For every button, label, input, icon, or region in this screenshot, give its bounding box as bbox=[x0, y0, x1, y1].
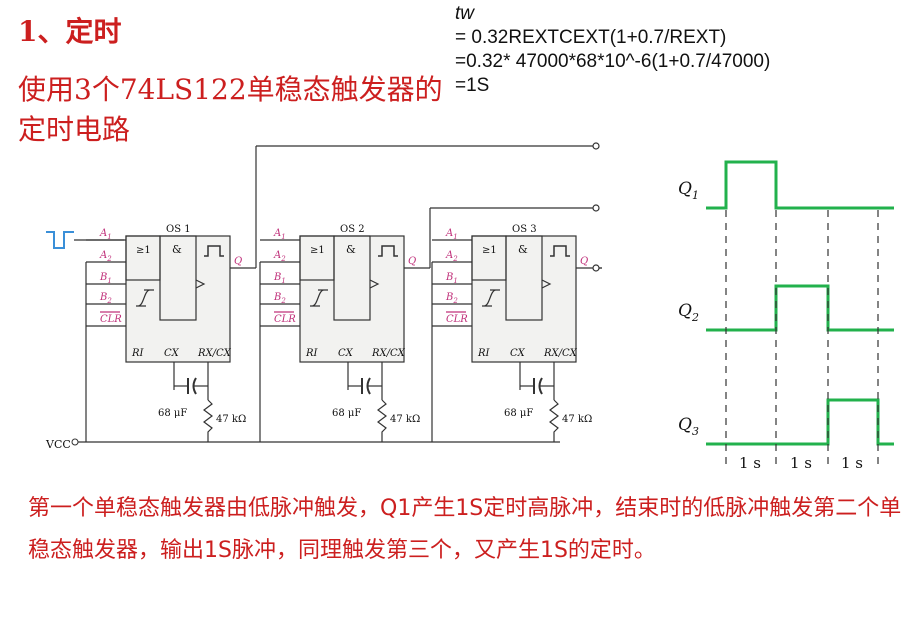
waveform-q3 bbox=[706, 398, 894, 446]
clock-arrow bbox=[541, 279, 552, 289]
pulse-symbol bbox=[378, 245, 398, 257]
pin-bottom-ri: RI bbox=[305, 348, 319, 359]
ic-name: OS 1 bbox=[166, 224, 191, 235]
schmitt-symbol bbox=[136, 289, 154, 307]
and-symbol: & bbox=[172, 243, 182, 256]
and-gate-block bbox=[159, 235, 197, 321]
explanation-caption: 第一个单稳态触发器由低脉冲触发，Q1产生1S定时高脉冲，结束时的低脉冲触发第二个… bbox=[28, 496, 902, 563]
clock-arrow bbox=[369, 279, 380, 289]
or-symbol: ≥1 bbox=[136, 245, 151, 256]
resistor bbox=[549, 399, 559, 442]
formula-label: tw bbox=[455, 3, 474, 24]
and-symbol: & bbox=[518, 243, 528, 256]
interval-label: 1 s bbox=[841, 454, 863, 472]
resistor-label: 47 kΩ bbox=[390, 414, 420, 425]
or-symbol: ≥1 bbox=[482, 245, 497, 256]
q2-terminal bbox=[592, 204, 600, 212]
capacitor-label: 68 μF bbox=[158, 408, 187, 419]
ic-name: OS 3 bbox=[512, 224, 537, 235]
pin-bottom-rx-cx: RX/CX bbox=[543, 348, 578, 359]
pulse-symbol bbox=[550, 245, 570, 257]
schmitt-symbol bbox=[482, 289, 500, 307]
formula-line-2: =0.32* 47000*68*10^-6(1+0.7/47000) bbox=[455, 51, 771, 72]
waveform-q1 bbox=[706, 160, 894, 210]
pin-label-clr: CLR bbox=[274, 314, 296, 325]
clock-arrow bbox=[195, 279, 206, 289]
formula-line-3: =1S bbox=[455, 75, 490, 96]
interval-label: 1 s bbox=[739, 454, 761, 472]
signal-label-q3: Q3 bbox=[678, 415, 699, 438]
pin-label-a1: A1 bbox=[273, 228, 286, 241]
ic-name: OS 2 bbox=[340, 224, 365, 235]
pin-label-clr: CLR bbox=[100, 314, 122, 325]
cap-plate-curved bbox=[538, 377, 543, 395]
pin-label-clr: CLR bbox=[446, 314, 468, 325]
and-gate-block bbox=[505, 235, 543, 321]
vcc-terminal bbox=[71, 438, 79, 446]
output-label: Q bbox=[234, 256, 242, 267]
cap-plate-curved bbox=[366, 377, 371, 395]
signal-label-q1: Q1 bbox=[678, 179, 699, 202]
pin-label-b1: B1 bbox=[445, 272, 458, 285]
capacitor-label: 68 μF bbox=[332, 408, 361, 419]
q1-terminal bbox=[592, 142, 600, 150]
pulse-symbol bbox=[204, 245, 224, 257]
resistor-label: 47 kΩ bbox=[562, 414, 592, 425]
signal-label-q2: Q2 bbox=[678, 301, 699, 324]
pin-bottom-rx-cx: RX/CX bbox=[371, 348, 406, 359]
formula-line-1: = 0.32REXTCEXT(1+0.7/REXT) bbox=[455, 27, 727, 48]
pin-bottom-cx: CX bbox=[164, 348, 180, 359]
vcc-label: VCC bbox=[45, 438, 71, 451]
slide-subtitle: 使用3个74LS122单稳态触发器的定时电路 bbox=[18, 73, 443, 146]
capacitor-label: 68 μF bbox=[504, 408, 533, 419]
pin-label-b2: B2 bbox=[99, 292, 112, 305]
q3-terminal bbox=[592, 264, 600, 272]
input-pulse bbox=[46, 231, 74, 249]
waveform-q2 bbox=[706, 284, 894, 332]
pin-label-a2: A2 bbox=[445, 250, 458, 263]
pin-label-b1: B1 bbox=[99, 272, 112, 285]
pin-label-a1: A1 bbox=[99, 228, 112, 241]
pin-bottom-rx-cx: RX/CX bbox=[197, 348, 232, 359]
output-label: Q bbox=[580, 256, 588, 267]
pin-label-b2: B2 bbox=[273, 292, 286, 305]
and-symbol: & bbox=[346, 243, 356, 256]
or-symbol: ≥1 bbox=[310, 245, 325, 256]
resistor-label: 47 kΩ bbox=[216, 414, 246, 425]
formula-block: tw = 0.32REXTCEXT(1+0.7/REXT) =0.32* 470… bbox=[455, 2, 770, 98]
pin-label-b2: B2 bbox=[445, 292, 458, 305]
and-gate-block bbox=[333, 235, 371, 321]
resistor bbox=[377, 399, 387, 442]
pin-label-a2: A2 bbox=[99, 250, 112, 263]
resistor bbox=[203, 399, 213, 442]
cap-plate-curved bbox=[192, 377, 197, 395]
pin-label-a1: A1 bbox=[445, 228, 458, 241]
pin-label-b1: B1 bbox=[273, 272, 286, 285]
schmitt-symbol bbox=[310, 289, 328, 307]
pin-label-a2: A2 bbox=[273, 250, 286, 263]
pin-bottom-ri: RI bbox=[131, 348, 145, 359]
pin-bottom-cx: CX bbox=[338, 348, 354, 359]
pin-bottom-ri: RI bbox=[477, 348, 491, 359]
output-label: Q bbox=[408, 256, 416, 267]
slide-heading: 1、定时 bbox=[18, 15, 122, 48]
interval-label: 1 s bbox=[790, 454, 812, 472]
pin-bottom-cx: CX bbox=[510, 348, 526, 359]
